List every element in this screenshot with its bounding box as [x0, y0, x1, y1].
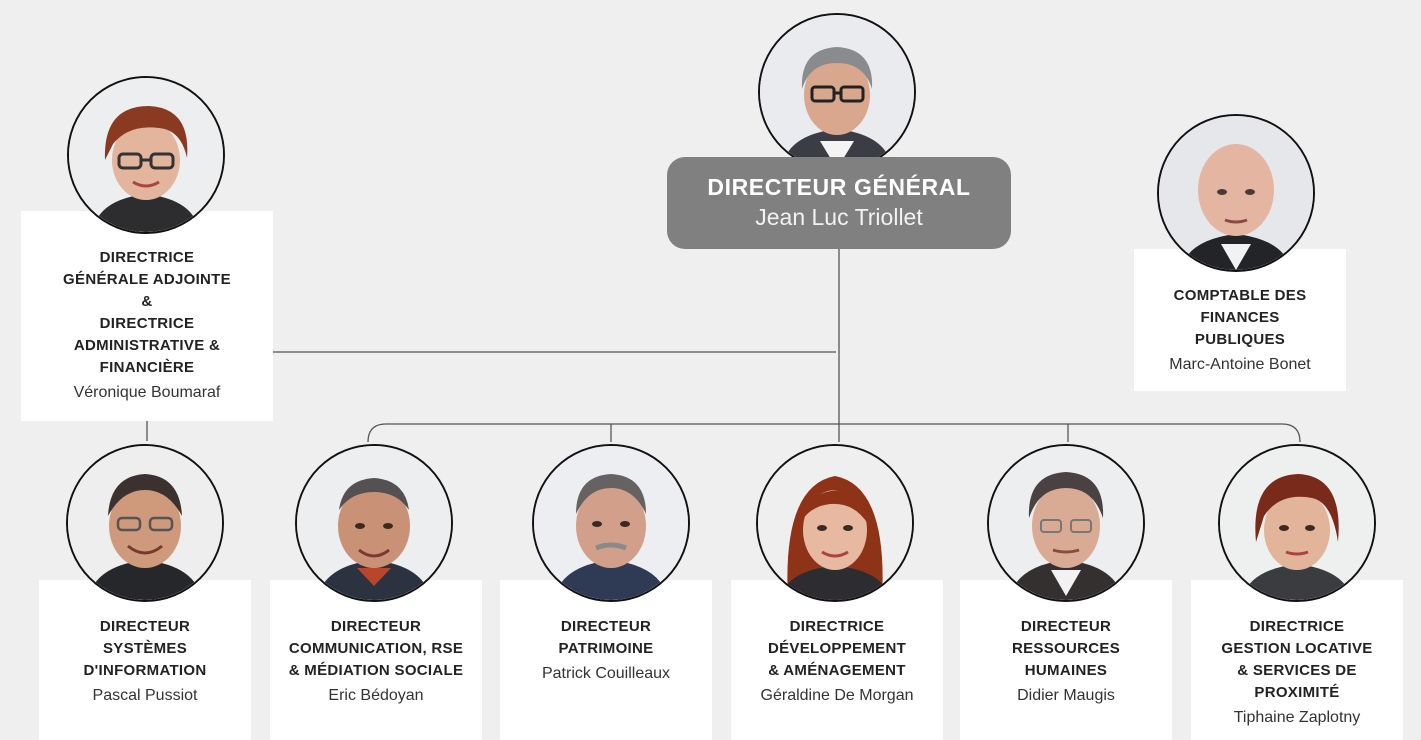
deputy-title: DIRECTRICE GÉNÉRALE ADJOINTE & DIRECTRIC… — [63, 249, 231, 376]
director-title: DIRECTEUR SYSTÈMES D'INFORMATION — [83, 618, 207, 679]
director-name: Patrick Couilleaux — [541, 665, 671, 682]
accountant-name: Marc-Antoine Bonet — [1169, 356, 1311, 373]
director-title: DIRECTRICE DÉVELOPPEMENT & AMÉNAGEMENT — [767, 618, 907, 679]
director-name: Pascal Pussiot — [92, 687, 198, 704]
director-title: DIRECTRICE GESTION LOCATIVE & SERVICES D… — [1221, 618, 1373, 701]
deputy-card: DIRECTRICE GÉNÉRALE ADJOINTE & DIRECTRIC… — [21, 211, 273, 421]
director-card-gestion-locative: DIRECTRICE GESTION LOCATIVE & SERVICES D… — [1191, 580, 1403, 740]
director-card-communication: DIRECTEUR COMMUNICATION, RSE & MÉDIATION… — [270, 580, 482, 740]
connector-directors-bar — [367, 423, 1301, 443]
deputy-photo — [67, 76, 225, 234]
director-photo-patrimoine — [532, 444, 690, 602]
director-card-dsi: DIRECTEUR SYSTÈMES D'INFORMATION Pascal … — [39, 580, 251, 740]
director-name: Didier Maugis — [1017, 687, 1115, 704]
deputy-name: Véronique Boumaraf — [73, 384, 221, 401]
director-title: DIRECTEUR RESSOURCES HUMAINES — [1011, 618, 1121, 679]
director-general-photo — [758, 13, 916, 171]
accountant-card: COMPTABLE DES FINANCES PUBLIQUES Marc-An… — [1134, 249, 1346, 391]
accountant-title: COMPTABLE DES FINANCES PUBLIQUES — [1173, 287, 1307, 348]
director-name: Géraldine De Morgan — [760, 687, 914, 704]
accountant-photo — [1157, 114, 1315, 272]
director-title: DIRECTEUR COMMUNICATION, RSE & MÉDIATION… — [288, 618, 464, 679]
director-photo-dsi — [66, 444, 224, 602]
director-card-patrimoine: DIRECTEUR PATRIMOINE Patrick Couilleaux — [500, 580, 712, 740]
director-general-box: DIRECTEUR GÉNÉRAL Jean Luc Triollet — [667, 157, 1011, 249]
director-photo-communication — [295, 444, 453, 602]
director-photo-rh — [987, 444, 1145, 602]
director-name: Eric Bédoyan — [328, 687, 424, 704]
director-title: DIRECTEUR PATRIMOINE — [558, 618, 654, 657]
director-general-title: DIRECTEUR GÉNÉRAL — [707, 174, 971, 200]
director-name: Tiphaine Zaplotny — [1233, 709, 1361, 726]
director-general-name: Jean Luc Triollet — [755, 204, 923, 230]
director-card-developpement: DIRECTRICE DÉVELOPPEMENT & AMÉNAGEMENT G… — [731, 580, 943, 740]
director-photo-developpement — [756, 444, 914, 602]
director-card-rh: DIRECTEUR RESSOURCES HUMAINES Didier Mau… — [960, 580, 1172, 740]
director-photo-gestion-locative — [1218, 444, 1376, 602]
